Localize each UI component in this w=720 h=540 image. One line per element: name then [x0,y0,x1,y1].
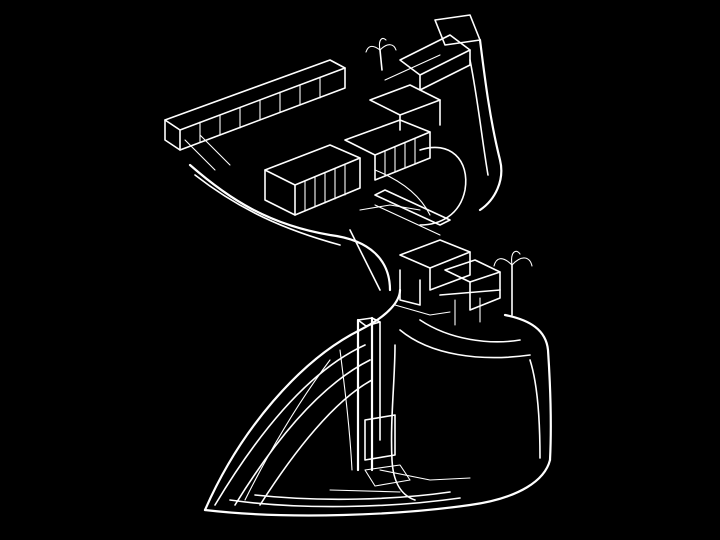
cliff-base [203,288,552,517]
walkway-bridge [374,189,451,236]
central-building [264,84,441,216]
ridge-structure [384,14,481,91]
palm-tree-lower [493,250,533,316]
palm-tree-upper [365,37,397,71]
lower-building-cluster [394,239,501,326]
left-long-building [164,59,346,171]
upper-plateau [188,38,503,292]
vertical-shaft [356,316,411,487]
